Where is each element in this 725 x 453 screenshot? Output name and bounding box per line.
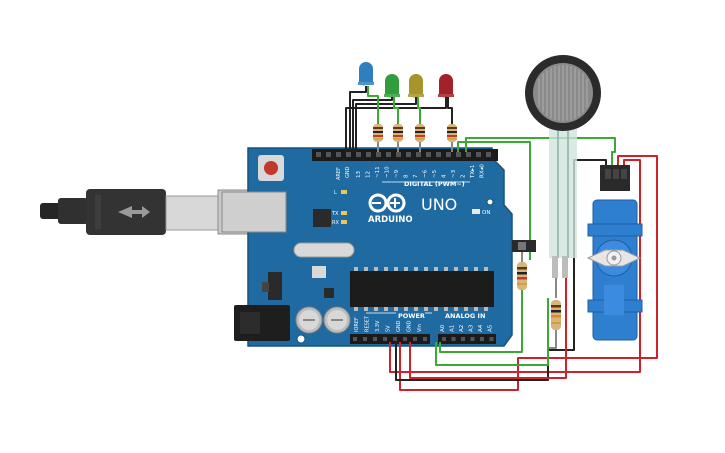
gnd-label: GND: [345, 166, 351, 178]
power-header: [350, 334, 430, 344]
power-pin-label: Vin: [417, 324, 423, 332]
arduino-logo-icon: [368, 193, 406, 213]
analog-header: [438, 334, 496, 344]
usb-chip: [313, 209, 331, 227]
green-led[interactable]: [384, 74, 400, 98]
force-sensor[interactable]: [525, 55, 601, 278]
led-l-label: L: [334, 190, 337, 196]
digital-label: DIGITAL (PWM~): [404, 180, 465, 188]
digital-pin-label: 13: [356, 171, 362, 178]
power-pin-label: 3.3V: [375, 320, 381, 332]
digital-pin-label: 2: [461, 175, 467, 179]
servo-motor[interactable]: [586, 165, 643, 341]
analog-pin-label: A3: [469, 324, 475, 332]
analog-pin-label: A5: [488, 324, 494, 332]
brand-label: ARDUINO: [368, 215, 413, 225]
digital-pin-label: TX▸1: [470, 165, 476, 179]
aref-label: AREF: [336, 167, 342, 180]
resistor[interactable]: [415, 124, 425, 142]
atmega-chip: [350, 271, 494, 307]
analog-pin-label: A2: [459, 325, 465, 332]
digital-pin-label: RX◂0: [480, 164, 486, 178]
resistor[interactable]: [373, 124, 383, 142]
resistor[interactable]: [393, 124, 403, 142]
digital-pin-label: ~5: [432, 169, 438, 178]
resistor-switch[interactable]: [517, 262, 527, 290]
slide-switch[interactable]: [512, 240, 536, 252]
yellow-led[interactable]: [408, 74, 424, 98]
model-label: UNO: [421, 195, 457, 214]
resistor[interactable]: [447, 124, 457, 142]
power-pin-label: 5V: [386, 325, 392, 332]
power-pin-label: RESET: [365, 315, 371, 332]
led-l: [341, 190, 347, 194]
power-pin-label: GND: [407, 320, 413, 332]
digital-pin-label: 12: [366, 171, 372, 178]
digital-pin-label: ~11: [375, 166, 381, 178]
led-rx-label: RX: [332, 220, 339, 226]
digital-pin-label: 8: [404, 174, 410, 178]
blue-led[interactable]: [358, 62, 374, 86]
on-label: ON: [482, 210, 490, 216]
power-label: POWER: [398, 312, 425, 320]
digital-pin-label: 7: [413, 174, 419, 178]
analog-pin-label: A0: [440, 324, 446, 332]
analog-label: ANALOG IN: [445, 312, 485, 320]
red-led[interactable]: [438, 74, 454, 98]
wires: [345, 86, 658, 391]
analog-pin-label: A1: [450, 325, 456, 332]
crystal: [293, 242, 355, 258]
resistor-sensor[interactable]: [551, 300, 561, 330]
analog-pin-label: A4: [478, 324, 484, 332]
usb-icon: [118, 206, 150, 218]
power-pin-label: IOREF: [354, 317, 360, 332]
digital-pin-label: ~6: [423, 169, 429, 178]
digital-pin-label: ~9: [394, 169, 400, 178]
power-pin-label: GND: [396, 320, 402, 332]
digital-pin-label: ~3: [451, 169, 457, 178]
digital-pin-label: ~10: [385, 166, 391, 178]
led-tx-label: TX: [331, 211, 339, 217]
digital-pin-label: 4: [442, 174, 448, 178]
